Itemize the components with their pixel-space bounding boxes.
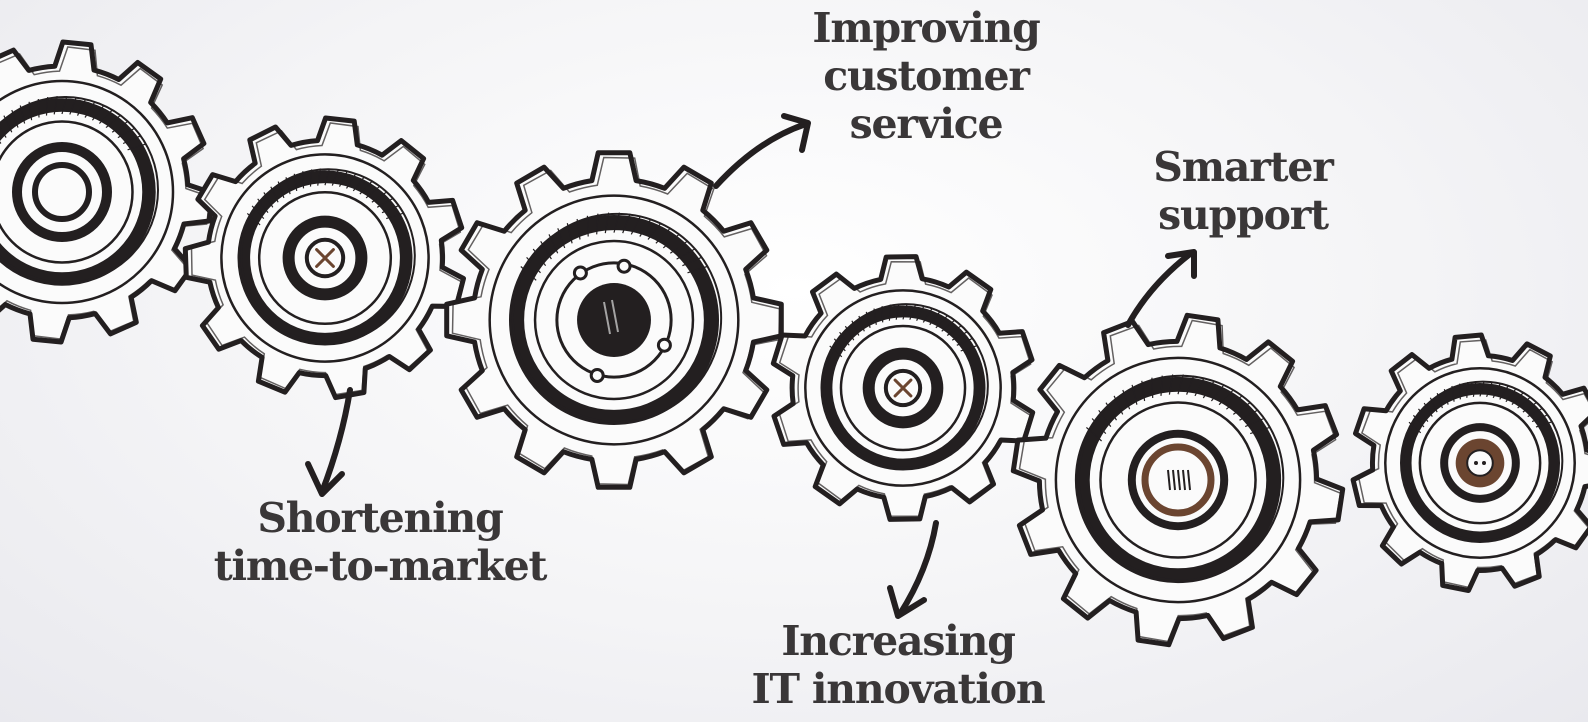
bolt-icon [616, 258, 632, 274]
hatching [1408, 381, 1552, 434]
hatching [246, 168, 403, 226]
label-line: time-to-market [213, 542, 548, 590]
hatching [829, 303, 977, 358]
label-shortening-time-to-market: Shortening time-to-market [210, 494, 550, 590]
screw-icon [315, 248, 335, 268]
label-line: Smarter [1153, 143, 1334, 191]
label-line: Increasing [781, 617, 1016, 665]
label-line: support [1158, 191, 1329, 239]
arrowhead-icon [887, 585, 927, 619]
label-smarter-support: Smarter support [1148, 143, 1338, 239]
label-line: IT innovation [751, 665, 1046, 713]
label-line: service [849, 100, 1004, 148]
gear-3 [444, 150, 784, 490]
hatching [520, 212, 708, 281]
screw-icon [893, 378, 913, 398]
label-line: Improving [812, 4, 1040, 52]
gear-4 [770, 254, 1036, 522]
arrow-improving [713, 113, 811, 189]
gear-chain [0, 39, 1588, 648]
arrowhead-icon [1165, 249, 1197, 279]
arrow-shortening [305, 387, 353, 497]
label-line: customer [823, 52, 1030, 100]
arrow-group [305, 113, 1197, 619]
label-line: Shortening [257, 494, 503, 542]
arrowhead-icon [781, 113, 811, 153]
label-improving-customer-service: Improving customer service [810, 4, 1042, 148]
gear-5 [1010, 312, 1346, 648]
gear-1 [0, 39, 215, 345]
label-increasing-it-innovation: Increasing IT innovation [748, 617, 1048, 713]
arrowhead-icon [305, 461, 345, 497]
arrow-smarter [1125, 249, 1197, 328]
arrow-increasing [887, 520, 939, 619]
hatching [0, 95, 146, 151]
gear-2 [182, 115, 466, 401]
gear-6 [1350, 332, 1588, 593]
bolt-icon [572, 265, 588, 281]
hatching [1085, 374, 1270, 442]
bolt-icon [656, 337, 672, 353]
bolt-icon [589, 367, 605, 383]
